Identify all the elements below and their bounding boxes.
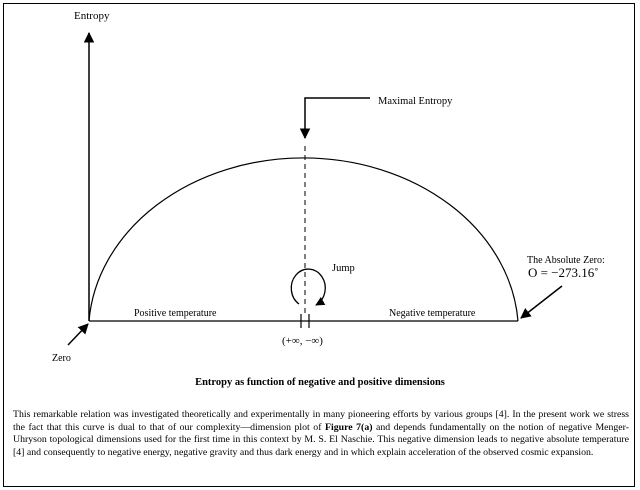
maximal-entropy-pointer [299, 97, 370, 140]
figure-reference: Figure 7(a) [325, 421, 373, 433]
figure-frame [3, 3, 635, 487]
maximal-entropy-label: Maximal Entropy [378, 96, 453, 107]
absolute-zero-pointer [520, 285, 563, 319]
jump-label: Jump [332, 263, 355, 274]
body-paragraph: This remarkable relation was investigate… [13, 409, 629, 459]
infinity-label: (+∞, −∞) [282, 335, 323, 347]
jump-loop-arrow [290, 268, 326, 306]
paragraph-text-after: and depends fundamentally on the notion … [13, 421, 629, 458]
positive-temperature-label: Positive temperature [134, 308, 217, 319]
negative-temperature-label: Negative temperature [389, 308, 476, 319]
paragraph-text-before: This remarkable relation was investigate… [13, 409, 629, 433]
absolute-zero-title: The Absolute Zero: [527, 255, 605, 266]
zero-label: Zero [52, 353, 71, 364]
entropy-axis-label: Entropy [74, 10, 110, 22]
entropy-curve [88, 157, 519, 322]
absolute-zero-value: O = −273.16˚ [528, 265, 599, 280]
figure-caption: Entropy as function of negative and posi… [195, 377, 445, 388]
zero-pointer [67, 323, 89, 346]
